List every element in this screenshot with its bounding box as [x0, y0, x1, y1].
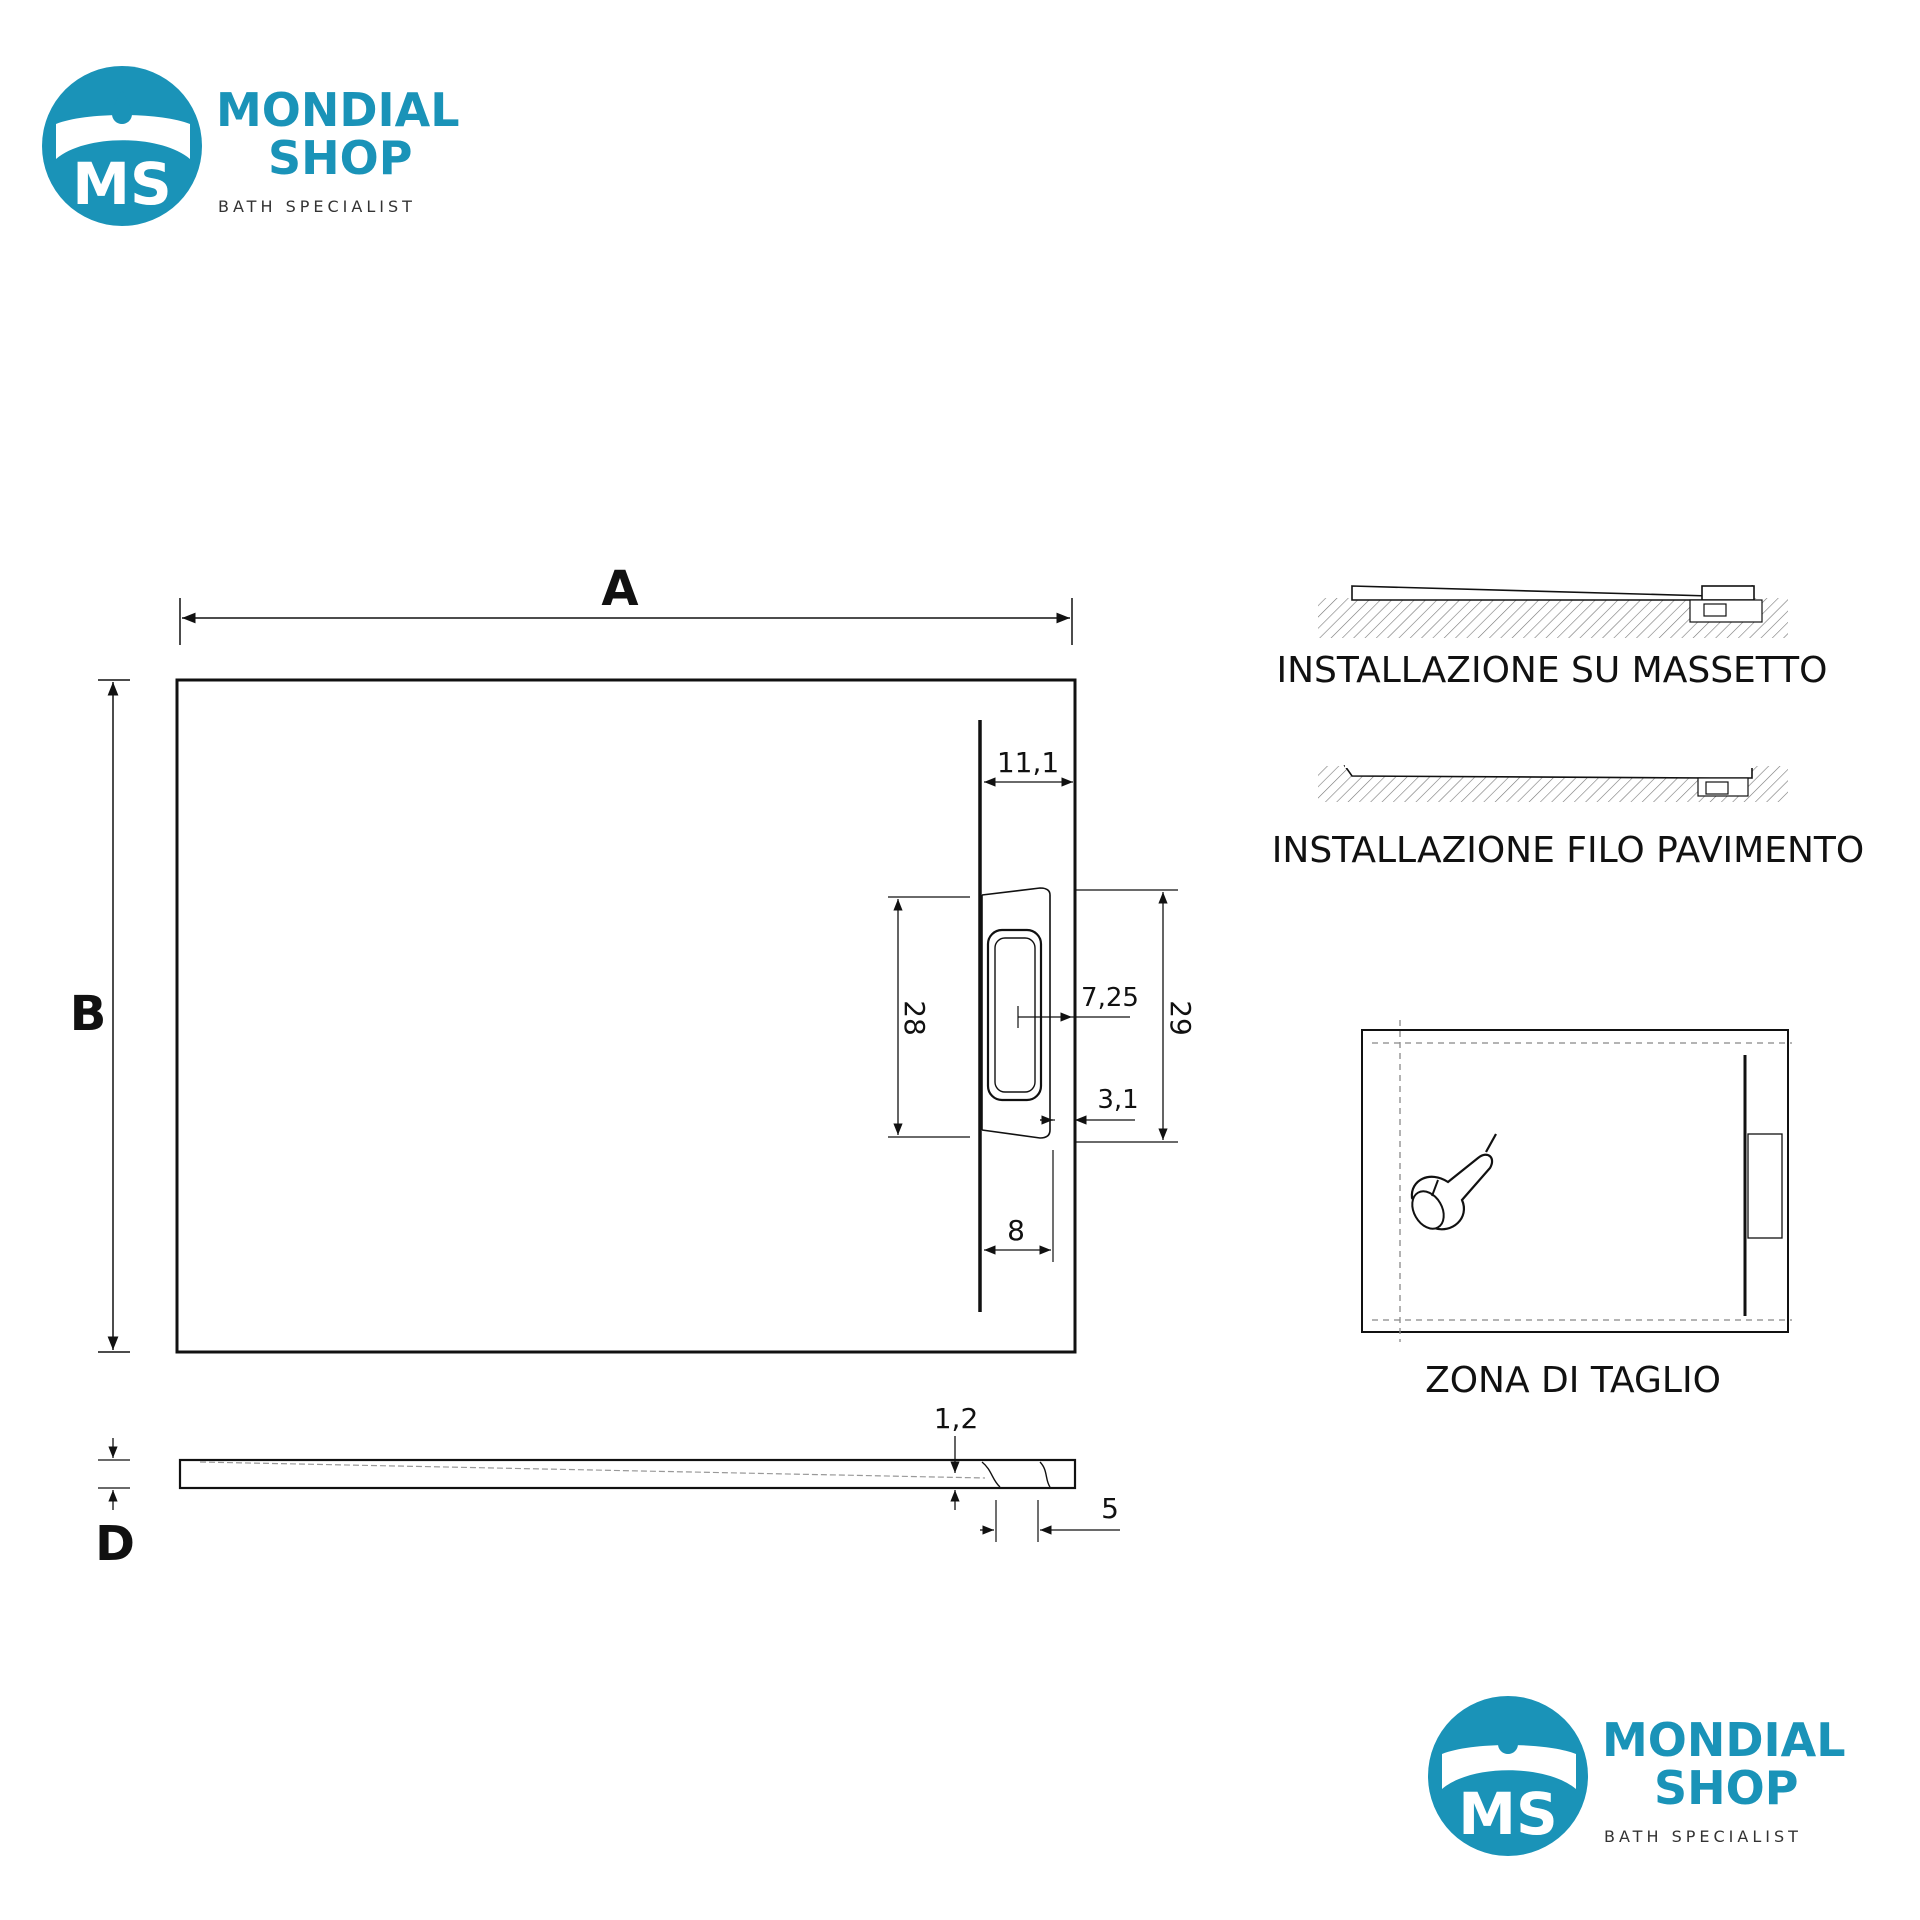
- logo-wave: [1442, 1745, 1576, 1789]
- dimension-7-25: 7,25: [1017, 983, 1139, 1028]
- drain-grate: [986, 928, 1043, 1102]
- brand-tagline: BATH SPECIALIST: [218, 197, 416, 216]
- dimension-11-1: 11,1: [984, 746, 1073, 787]
- measure-8: 8: [1007, 1214, 1025, 1247]
- measure-3-1: 3,1: [1097, 1085, 1138, 1115]
- measure-28: 28: [898, 1000, 931, 1036]
- cut-zone-label: ZONA DI TAGLIO: [1425, 1360, 1721, 1401]
- grinder-tool-icon: [1410, 1133, 1497, 1231]
- measure-1-2: 1,2: [934, 1402, 979, 1435]
- dimension-d: D: [95, 1438, 135, 1572]
- dimension-1-2: 1,2: [934, 1402, 979, 1510]
- brand-logo-bottom: MS MONDIAL SHOP BATH SPECIALIST: [1428, 1696, 1846, 1856]
- dimension-label-d: D: [95, 1516, 135, 1572]
- logo-monogram: MS: [72, 150, 172, 218]
- brand-line2: SHOP: [1654, 1761, 1798, 1815]
- brand-line1: MONDIAL: [216, 83, 460, 137]
- measure-11-1: 11,1: [997, 746, 1059, 779]
- installation-flush-label: INSTALLAZIONE FILO PAVIMENTO: [1272, 830, 1864, 871]
- installation-screed-label: INSTALLAZIONE SU MASSETTO: [1277, 650, 1828, 691]
- logo-wave: [56, 115, 190, 159]
- installation-screed-diagram: INSTALLAZIONE SU MASSETTO: [1277, 584, 1828, 691]
- brand-line1: MONDIAL: [1602, 1713, 1846, 1767]
- measure-5: 5: [1101, 1492, 1119, 1525]
- logo-circle: [1428, 1696, 1588, 1856]
- brand-line2: SHOP: [268, 131, 412, 185]
- dimension-label-a: A: [601, 561, 638, 617]
- water-drop-icon: [1498, 1720, 1518, 1754]
- logo-circle: [42, 66, 202, 226]
- dimension-29: 29: [1075, 889, 1197, 1143]
- installation-flush-diagram: INSTALLAZIONE FILO PAVIMENTO: [1272, 764, 1864, 871]
- dimension-8: 8: [984, 1150, 1054, 1262]
- dimension-3-1: 3,1: [1040, 1085, 1139, 1125]
- water-drop-icon: [112, 90, 132, 124]
- dimension-5: 5: [980, 1492, 1120, 1542]
- cut-zone-diagram: ZONA DI TAGLIO: [1361, 1020, 1792, 1401]
- tray-top-view: [175, 678, 1077, 1354]
- tray-side-view: [178, 1458, 1077, 1490]
- dimension-label-b: B: [70, 986, 107, 1042]
- brand-logo-top: MS MONDIAL SHOP BATH SPECIALIST: [42, 66, 460, 226]
- brand-tagline: BATH SPECIALIST: [1604, 1827, 1802, 1846]
- measure-7-25: 7,25: [1081, 983, 1139, 1013]
- logo-monogram: MS: [1458, 1780, 1558, 1848]
- dimension-28: 28: [888, 896, 970, 1138]
- dimension-b: B: [70, 679, 130, 1353]
- measure-29: 29: [1164, 1000, 1197, 1036]
- dimension-a: A: [179, 561, 1073, 645]
